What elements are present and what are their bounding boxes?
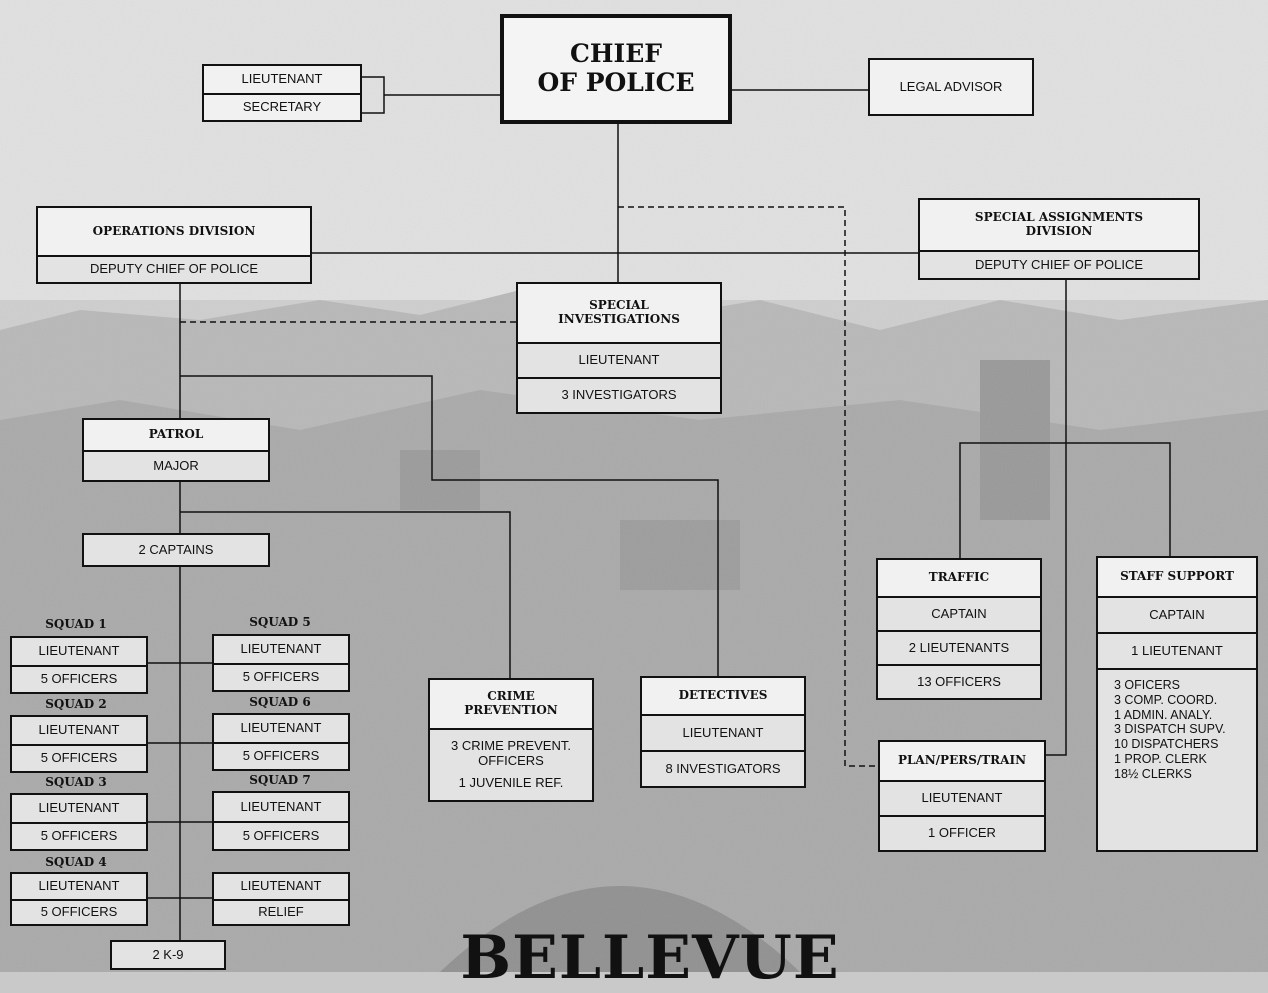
plan-pers-train-officer: 1 OFFICER (880, 815, 1044, 850)
squad-7-lieutenant: LIEUTENANT (214, 793, 348, 821)
squad-4-label: SQUAD 4 (45, 855, 107, 869)
squad-3-box: LIEUTENANT 5 OFFICERS (10, 793, 148, 851)
traffic-officers: 13 OFFICERS (878, 664, 1040, 698)
relief-box: LIEUTENANT RELIEF (212, 872, 350, 926)
special-investigations-investigators: 3 INVESTIGATORS (518, 377, 720, 412)
org-connectors (148, 76, 1171, 940)
squad-7-label: SQUAD 7 (249, 773, 311, 787)
squad-4-box: LIEUTENANT 5 OFFICERS (10, 872, 148, 926)
staff-support-roster: 3 OFICERS 3 COMP. COORD. 1 ADMIN. ANALY.… (1098, 668, 1256, 844)
crime-prevention-box: CRIME PREVENTION 3 CRIME PREVENT. OFFICE… (428, 678, 594, 802)
squad-2-officers: 5 OFFICERS (12, 744, 146, 771)
legal-advisor-box: LEGAL ADVISOR (868, 58, 1034, 116)
squad-1-officers: 5 OFFICERS (12, 665, 146, 692)
squad-3-officers: 5 OFFICERS (12, 822, 146, 849)
special-assignments-division-box: SPECIAL ASSIGNMENTS DIVISION DEPUTY CHIE… (918, 198, 1200, 280)
crime-prevention-title: CRIME PREVENTION (430, 680, 592, 728)
traffic-title: TRAFFIC (878, 560, 1040, 596)
k9-box: 2 K-9 (110, 940, 226, 970)
squad-2-box: LIEUTENANT 5 OFFICERS (10, 715, 148, 773)
squad-5-label: SQUAD 5 (249, 615, 311, 629)
special-investigations-lieutenant: LIEUTENANT (518, 342, 720, 377)
staff-support-box: STAFF SUPPORT CAPTAIN 1 LIEUTENANT 3 OFI… (1096, 556, 1258, 852)
plan-pers-train-lieutenant: LIEUTENANT (880, 780, 1044, 815)
squad-1-lieutenant: LIEUTENANT (12, 638, 146, 665)
patrol-box: PATROL MAJOR (82, 418, 270, 482)
city-photo-background (0, 0, 1268, 972)
chief-of-police-box: CHIEF OF POLICE (500, 14, 732, 124)
juvenile-ref-text: 1 JUVENILE REF. (458, 775, 564, 791)
detectives-title: DETECTIVES (642, 678, 804, 714)
squad-6-lieutenant: LIEUTENANT (214, 715, 348, 742)
city-name-heading: BELLEVUE (460, 923, 840, 993)
detectives-investigators: 8 INVESTIGATORS (642, 750, 804, 786)
special-assignments-title: SPECIAL ASSIGNMENTS DIVISION (920, 200, 1198, 250)
squad-6-label: SQUAD 6 (249, 695, 311, 709)
plan-pers-train-title: PLAN/PERS/TRAIN (880, 742, 1044, 780)
squad-1-label: SQUAD 1 (45, 617, 107, 631)
squad-7-officers: 5 OFFICERS (214, 821, 348, 849)
operations-deputy-chief: DEPUTY CHIEF OF POLICE (38, 255, 310, 282)
crime-prevent-officers-text: 3 CRIME PREVENT. OFFICERS (451, 737, 571, 768)
traffic-lieutenants: 2 LIEUTENANTS (878, 630, 1040, 664)
patrol-title: PATROL (84, 420, 268, 450)
patrol-captains-box: 2 CAPTAINS (82, 533, 270, 567)
k9-unit: 2 K-9 (112, 942, 224, 968)
squad-2-label: SQUAD 2 (45, 697, 107, 711)
chief-secretary: SECRETARY (204, 93, 360, 120)
squad-5-box: LIEUTENANT 5 OFFICERS (212, 634, 350, 692)
chief-lieutenant: LIEUTENANT (204, 66, 360, 93)
squad-5-officers: 5 OFFICERS (214, 663, 348, 690)
operations-division-title: OPERATIONS DIVISION (38, 208, 310, 255)
squad-6-box: LIEUTENANT 5 OFFICERS (212, 713, 350, 771)
squad-4-lieutenant: LIEUTENANT (12, 874, 146, 899)
squad-1-box: LIEUTENANT 5 OFFICERS (10, 636, 148, 694)
squad-7-box: LIEUTENANT 5 OFFICERS (212, 791, 350, 851)
staff-support-title: STAFF SUPPORT (1098, 558, 1256, 596)
relief-label: RELIEF (214, 899, 348, 924)
squad-3-label: SQUAD 3 (45, 775, 107, 789)
special-investigations-box: SPECIAL INVESTIGATIONS LIEUTENANT 3 INVE… (516, 282, 722, 414)
operations-division-box: OPERATIONS DIVISION DEPUTY CHIEF OF POLI… (36, 206, 312, 284)
patrol-captains: 2 CAPTAINS (84, 535, 268, 565)
staff-support-lieutenant: 1 LIEUTENANT (1098, 632, 1256, 668)
traffic-box: TRAFFIC CAPTAIN 2 LIEUTENANTS 13 OFFICER… (876, 558, 1042, 700)
relief-lieutenant: LIEUTENANT (214, 874, 348, 899)
special-investigations-title: SPECIAL INVESTIGATIONS (518, 284, 720, 342)
squad-5-lieutenant: LIEUTENANT (214, 636, 348, 663)
special-assignments-deputy-chief: DEPUTY CHIEF OF POLICE (920, 250, 1198, 278)
squad-2-lieutenant: LIEUTENANT (12, 717, 146, 744)
traffic-captain: CAPTAIN (878, 596, 1040, 630)
squad-6-officers: 5 OFFICERS (214, 742, 348, 769)
staff-support-captain: CAPTAIN (1098, 596, 1256, 632)
detectives-box: DETECTIVES LIEUTENANT 8 INVESTIGATORS (640, 676, 806, 788)
plan-pers-train-box: PLAN/PERS/TRAIN LIEUTENANT 1 OFFICER (878, 740, 1046, 852)
squad-3-lieutenant: LIEUTENANT (12, 795, 146, 822)
squad-4-officers: 5 OFFICERS (12, 899, 146, 924)
patrol-major: MAJOR (84, 450, 268, 480)
detectives-lieutenant: LIEUTENANT (642, 714, 804, 750)
crime-prevention-officers: 3 CRIME PREVENT. OFFICERS 1 JUVENILE REF… (430, 728, 592, 800)
legal-advisor: LEGAL ADVISOR (870, 60, 1032, 114)
chief-of-police-title: CHIEF OF POLICE (504, 18, 728, 120)
chief-staff-box: LIEUTENANT SECRETARY (202, 64, 362, 122)
